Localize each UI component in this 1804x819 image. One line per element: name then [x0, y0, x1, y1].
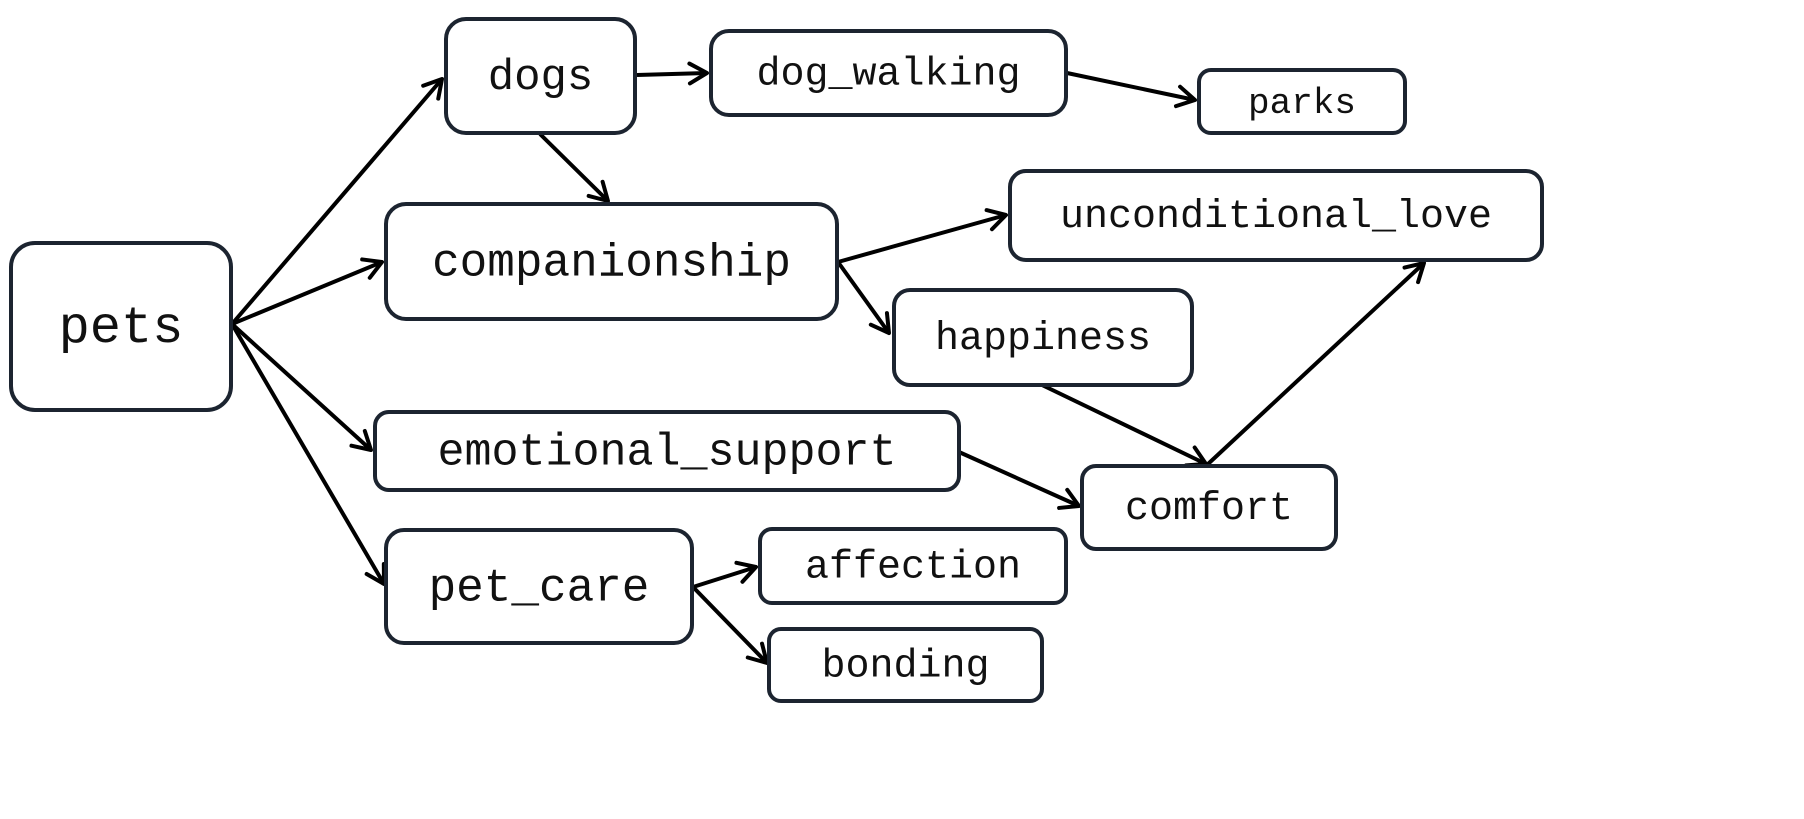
node-box [767, 627, 1044, 703]
edge-line [958, 450, 1080, 508]
node-label: dogs [488, 53, 594, 103]
edge-line [230, 322, 373, 452]
edge-emotional-support-to-comfort [958, 450, 1081, 510]
node-box [444, 17, 637, 135]
arrowhead-icon [586, 179, 610, 203]
edge-line [231, 260, 383, 326]
node-box [384, 528, 694, 645]
arrowhead-icon [984, 208, 1008, 232]
edge-line [1041, 383, 1207, 466]
edge-line [230, 322, 386, 586]
edge-pets-to-emotional-support [230, 322, 373, 452]
node-bonding: bonding [767, 627, 1044, 703]
node-comfort: comfort [1080, 464, 1338, 551]
node-box [1008, 169, 1544, 262]
arrowhead-icon [360, 257, 384, 280]
node-parks: parks [1197, 68, 1407, 135]
node-box [384, 202, 839, 321]
node-pet-care: pet_care [384, 528, 694, 645]
edge-line [691, 585, 769, 665]
edge-comfort-to-unconditional-love [1206, 261, 1426, 466]
node-box [758, 527, 1068, 605]
edge-line [230, 77, 444, 326]
node-box [9, 241, 233, 412]
node-box [1080, 464, 1338, 551]
arrowhead-icon [734, 560, 758, 584]
edge-happiness-to-comfort [1041, 383, 1208, 468]
arrowhead-icon [349, 428, 373, 452]
node-dog-walking: dog_walking [709, 29, 1068, 117]
edge-pet-care-to-affection [692, 560, 758, 589]
arrowhead-icon [687, 61, 709, 86]
edge-line [538, 132, 610, 203]
arrowhead-icon [1173, 84, 1197, 109]
node-box [709, 29, 1068, 117]
node-box [1197, 68, 1407, 135]
node-companionship: companionship [384, 202, 839, 321]
edge-pets-to-dogs [230, 77, 444, 326]
edge-companionship-to-happiness [836, 260, 891, 335]
node-label: bonding [821, 645, 989, 690]
edge-line [837, 213, 1007, 264]
node-box [373, 410, 961, 492]
edge-pets-to-companionship [231, 257, 384, 326]
node-unconditional-love: unconditional_love [1008, 169, 1544, 262]
node-affection: affection [758, 527, 1068, 605]
arrowhead-icon [1402, 261, 1426, 285]
edge-dog-walking-to-parks [1066, 71, 1197, 109]
node-emotional-support: emotional_support [373, 410, 961, 492]
edge-companionship-to-unconditional-love [837, 208, 1008, 264]
arrowhead-icon [421, 77, 444, 101]
node-box [892, 288, 1194, 387]
node-label: emotional_support [437, 428, 896, 479]
edges-layer [230, 61, 1426, 665]
edge-dogs-to-dog-walking [636, 61, 709, 86]
arrowhead-icon [1057, 487, 1081, 510]
edge-line [1066, 71, 1196, 102]
edge-line [1206, 261, 1426, 466]
edge-line [636, 71, 708, 77]
arrowhead-icon [868, 311, 891, 335]
node-label: comfort [1125, 487, 1293, 532]
edge-pets-to-pet-care [230, 322, 386, 586]
node-happiness: happiness [892, 288, 1194, 387]
node-pets: pets [9, 241, 233, 412]
node-label: unconditional_love [1060, 195, 1492, 240]
edge-pet-care-to-bonding [691, 585, 769, 665]
node-label: happiness [935, 317, 1151, 362]
edge-dogs-to-companionship [538, 132, 610, 203]
node-label: affection [805, 546, 1021, 591]
node-dogs: dogs [444, 17, 637, 135]
edge-line [836, 260, 891, 335]
node-label: pet_care [429, 563, 650, 615]
edge-line [692, 565, 757, 589]
node-label: parks [1248, 83, 1356, 124]
node-label: dog_walking [756, 53, 1020, 98]
node-label: pets [59, 299, 184, 358]
node-label: companionship [432, 238, 791, 290]
